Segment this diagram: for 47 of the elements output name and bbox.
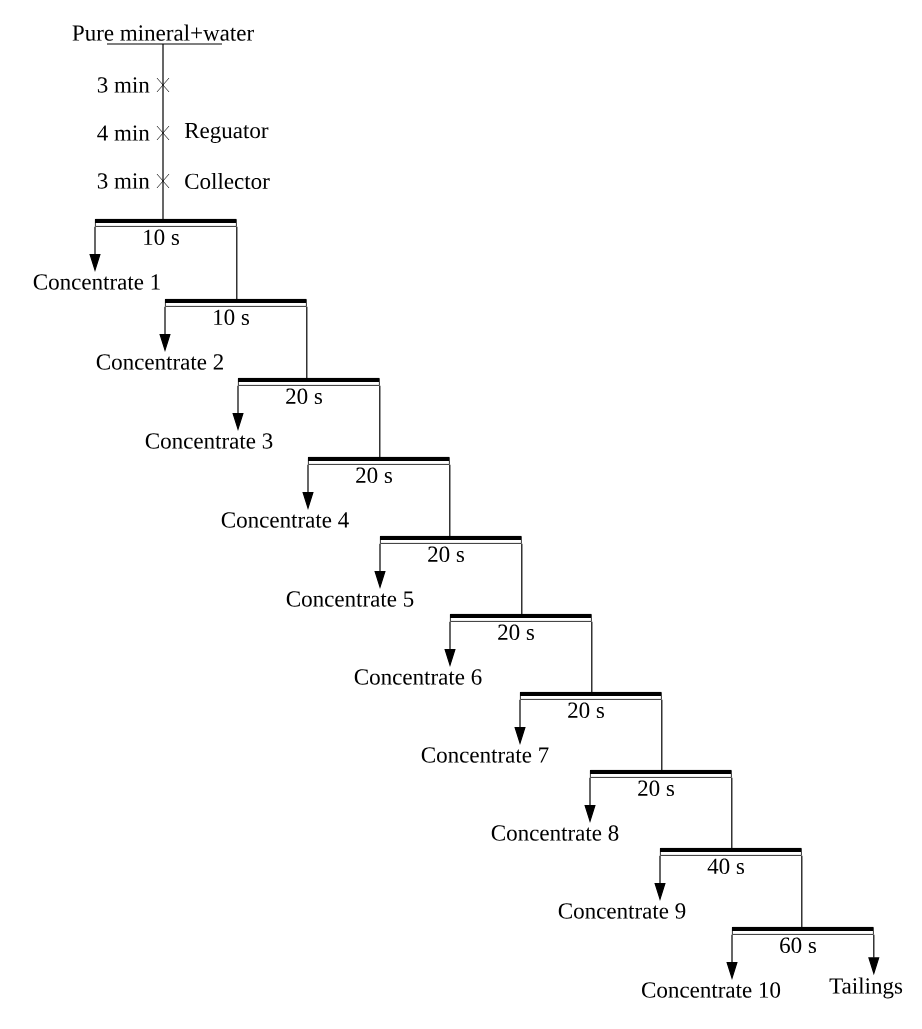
duration-label: 10 s: [144, 229, 179, 246]
product-label: Concentrate 7: [421, 747, 549, 763]
product-label: Concentrate 3: [145, 433, 273, 449]
duration-label: 20 s: [428, 546, 465, 563]
product-label: Concentrate 9: [558, 903, 686, 919]
duration-label: 10 s: [214, 309, 250, 326]
product-label: Tailings: [829, 977, 903, 999]
product-label: Concentrate 8: [491, 825, 619, 841]
duration-label: 20 s: [286, 388, 323, 405]
duration-label: 20 s: [498, 624, 535, 641]
duration-label: 60 s: [780, 937, 817, 954]
product-label: Concentrate 5: [286, 591, 414, 607]
duration-label: 20 s: [568, 702, 605, 719]
flow-line: [162, 43, 164, 220]
product-label: Concentrate 1: [33, 274, 160, 290]
time-label: 3 min: [97, 77, 150, 93]
time-label: 4 min: [97, 125, 150, 141]
flotation-cell: [238, 378, 380, 386]
flow-line: [306, 306, 308, 379]
flow-line: [591, 621, 593, 693]
flow-line: [731, 777, 733, 849]
flow-line: [521, 543, 523, 615]
flotation-cell: [450, 614, 592, 622]
product-label: Concentrate 6: [354, 669, 482, 685]
time-label: 3 min: [97, 173, 150, 189]
reagent-label: Reguator: [184, 123, 269, 144]
flotation-cell: [380, 536, 522, 544]
flotation-cell: [660, 848, 802, 856]
reagent-label: Collector: [185, 172, 270, 190]
flotation-cell: [308, 457, 450, 465]
flow-line: [379, 385, 381, 458]
flotation-cell: [590, 770, 732, 778]
flotation-cell: [520, 692, 662, 700]
duration-label: 20 s: [638, 780, 675, 797]
product-label: Concentrate 4: [221, 512, 349, 528]
duration-label: 20 s: [356, 467, 393, 484]
flow-line: [801, 855, 803, 928]
flotation-cell: [95, 219, 237, 227]
flotation-cell: [732, 927, 874, 935]
flotation-cell: [165, 299, 307, 307]
flow-line: [449, 464, 451, 537]
flow-line: [236, 226, 238, 300]
product-label: Concentrate 2: [96, 354, 223, 370]
product-label: Concentrate 10: [642, 982, 781, 998]
flow-line: [661, 699, 663, 771]
feed-label: Pure mineral+water: [72, 24, 254, 41]
duration-label: 40 s: [707, 858, 745, 875]
